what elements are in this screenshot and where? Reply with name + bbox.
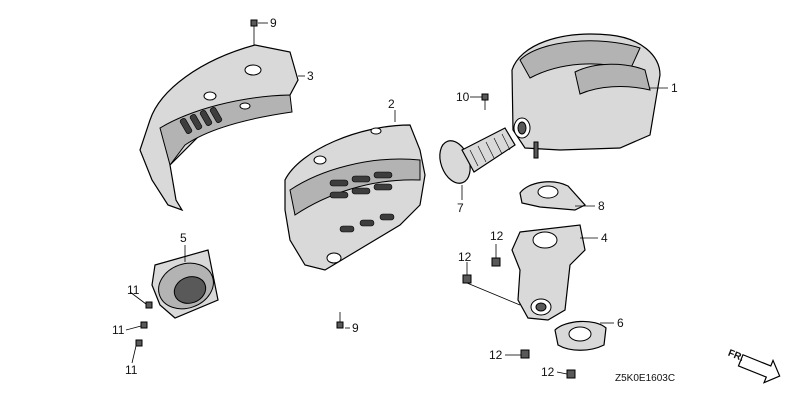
callout-5: 5 bbox=[180, 231, 187, 245]
diagram-code: Z5K0E1603C bbox=[615, 373, 675, 384]
leader-lines bbox=[125, 22, 668, 375]
callout-11-c: 11 bbox=[125, 363, 138, 377]
callout-7: 7 bbox=[457, 201, 464, 215]
part-1-muffler bbox=[511, 33, 661, 159]
part-3-heat-shield bbox=[139, 44, 299, 212]
callout-12-b: 12 bbox=[458, 250, 472, 264]
callout-3: 3 bbox=[307, 69, 314, 83]
callout-2: 2 bbox=[388, 97, 395, 111]
callout-12-d: 12 bbox=[541, 365, 555, 379]
callout-11-a: 11 bbox=[127, 283, 140, 297]
callout-9: 9 bbox=[270, 16, 277, 30]
callout-6: 6 bbox=[617, 316, 624, 330]
callout-4: 4 bbox=[601, 231, 608, 245]
callout-9-lower: 9 bbox=[352, 321, 359, 335]
callout-10: 10 bbox=[456, 90, 470, 104]
part-4-exhaust-pipe bbox=[511, 224, 586, 321]
callout-labels: 9 3 2 1 10 7 8 4 5 6 9 12 12 12 12 11 11… bbox=[112, 16, 678, 379]
callout-12-a: 12 bbox=[490, 229, 504, 243]
callout-1: 1 bbox=[671, 81, 678, 95]
part-8-gasket bbox=[519, 181, 586, 211]
part-5-protector bbox=[151, 249, 219, 319]
part-7-spark-arrester bbox=[439, 127, 516, 184]
part-2-muffler-protector bbox=[284, 124, 426, 271]
part-6-gasket bbox=[554, 320, 607, 351]
front-direction-arrow bbox=[737, 353, 781, 384]
callout-8: 8 bbox=[598, 199, 605, 213]
callout-12-c: 12 bbox=[489, 348, 503, 362]
callout-11-b: 11 bbox=[112, 323, 125, 337]
